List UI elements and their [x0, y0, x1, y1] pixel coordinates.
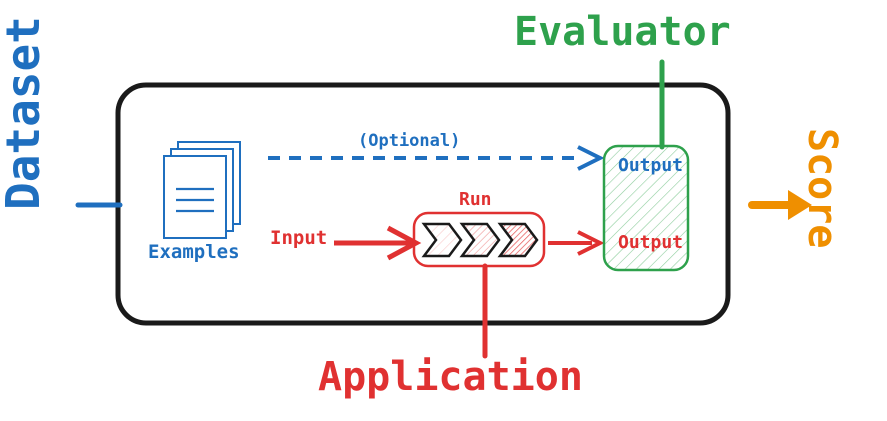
stacked-documents-icon	[163, 141, 241, 239]
dataset-label: Dataset	[0, 16, 50, 210]
examples-label: Examples	[148, 241, 240, 263]
output-bottom-label: Output	[618, 232, 684, 253]
input-label: Input	[270, 227, 328, 249]
dashed-arrow-icon	[268, 145, 605, 171]
optional-label: (Optional)	[358, 131, 461, 151]
score-label: Score	[799, 128, 845, 249]
output-box	[602, 144, 690, 272]
output-top-label: Output	[618, 155, 684, 176]
arrow-right-icon	[748, 190, 812, 220]
evaluator-label: Evaluator	[514, 9, 731, 55]
run-output-arrow-icon	[548, 230, 605, 256]
chevron-pipeline-icon	[421, 222, 539, 258]
run-box	[412, 211, 546, 268]
run-label: Run	[459, 189, 492, 210]
input-arrow-icon	[334, 225, 422, 261]
application-label: Application	[318, 354, 583, 400]
